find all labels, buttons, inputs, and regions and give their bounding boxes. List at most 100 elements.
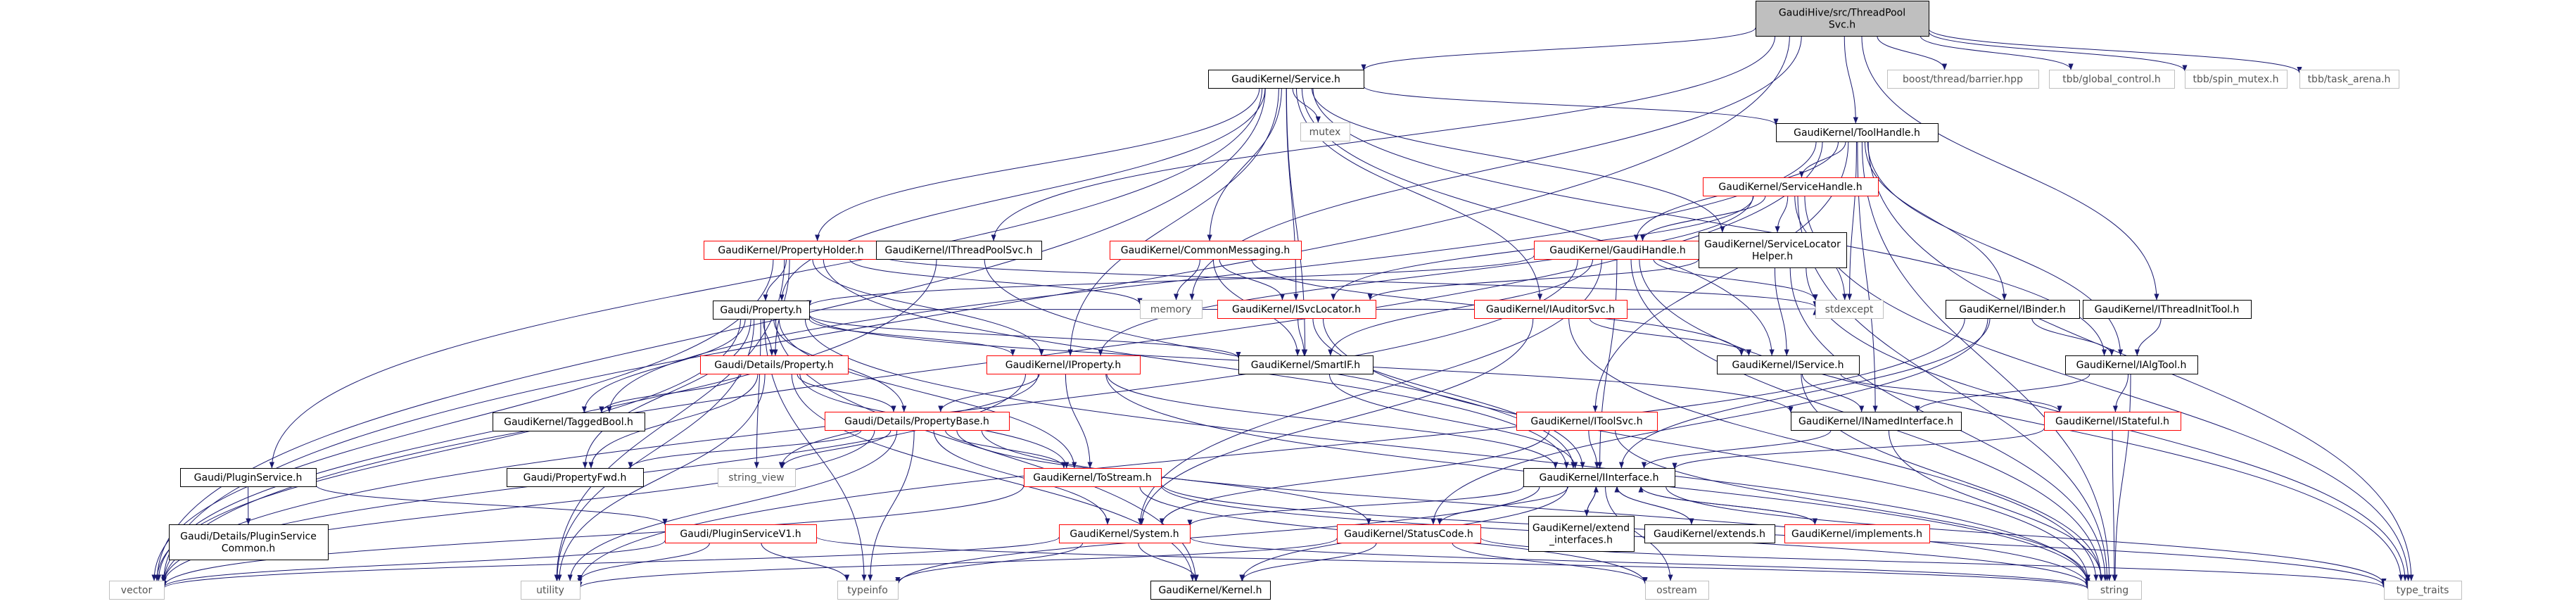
node-iinterface[interactable]: GaudiKernel/IInterface.h: [1523, 468, 1675, 487]
edge-iproperty-to-propertybase: [938, 373, 1040, 412]
node-ialgtool[interactable]: GaudiKernel/IAlgTool.h: [2065, 355, 2198, 374]
edge-isvclocator-to-iinterface: [1312, 317, 1585, 469]
node-statuscode[interactable]: GaudiKernel/StatusCode.h: [1337, 524, 1481, 543]
node-barrier: boost/thread/barrier.hpp: [1887, 70, 2039, 89]
node-iproperty[interactable]: GaudiKernel/IProperty.h: [986, 355, 1141, 374]
node-label-taskarena: tbb/task_arena.h: [2308, 74, 2391, 85]
node-label-gaudihandle: GaudiKernel/GaudiHandle.h: [1549, 245, 1686, 256]
edge-statuscode-to-kernel: [1240, 542, 1377, 581]
node-toolhandle[interactable]: GaudiKernel/ToolHandle.h: [1776, 123, 1939, 142]
edge-gaudiproperty-to-detailsprop: [763, 318, 775, 356]
edge-commonmsg-to-isvclocator: [1219, 258, 1286, 301]
node-box-taggedbool: [493, 412, 645, 431]
node-box-pluginsvccommon: [169, 524, 329, 560]
edge-gaudiproperty-to-string: [804, 318, 2090, 585]
node-isvclocator[interactable]: GaudiKernel/ISvcLocator.h: [1217, 300, 1376, 319]
node-label-statuscode: GaudiKernel/StatusCode.h: [1344, 529, 1473, 540]
node-label-implements: GaudiKernel/implements.h: [1791, 529, 1922, 540]
node-spinmutex: tbb/spin_mutex.h: [2185, 70, 2288, 89]
node-box-ibinder: [1946, 300, 2080, 319]
node-label-propertybase: Gaudi/Details/PropertyBase.h: [844, 416, 989, 427]
node-box-pluginsvcv1: [665, 524, 817, 543]
edge-propholder-to-stdexcept: [877, 254, 1818, 308]
node-box-typeinfo: [837, 581, 899, 600]
edge-statuscode-to-ostream: [1452, 542, 1648, 584]
node-box-iauditorsvc: [1474, 300, 1628, 319]
edge-iauditorsvc-to-string: [1568, 317, 2099, 581]
edge-system-to-kernel: [1138, 542, 1199, 581]
edge-ithreadinittool-to-ialgtool: [2134, 317, 2162, 356]
edge-statuscode-to-utility: [577, 538, 1338, 588]
node-commonmsg[interactable]: GaudiKernel/CommonMessaging.h: [1110, 241, 1302, 260]
node-extends[interactable]: GaudiKernel/extends.h: [1644, 524, 1775, 543]
node-utility: utility: [521, 581, 580, 600]
node-box-iservice: [1717, 355, 1860, 374]
edge-svchandle-to-svclocatorhelper: [1775, 195, 1789, 233]
edge-root-to-toolhandle: [1844, 35, 1858, 124]
edge-propertybase-to-vector: [161, 429, 875, 585]
node-label-isvclocator: GaudiKernel/ISvcLocator.h: [1232, 304, 1361, 315]
node-label-typetraits: type_traits: [2397, 585, 2449, 596]
edge-root-to-taskarena: [1928, 28, 2302, 74]
node-extendinterfaces[interactable]: GaudiKernel/extend_interfaces.h: [1528, 516, 1635, 552]
node-implements[interactable]: GaudiKernel/implements.h: [1784, 524, 1930, 543]
node-istateful[interactable]: GaudiKernel/IStateful.h: [2044, 412, 2181, 431]
edge-extendinterfaces-to-iinterface: [1586, 486, 1599, 517]
node-memory: memory: [1140, 300, 1203, 319]
node-ibinder[interactable]: GaudiKernel/IBinder.h: [1946, 300, 2080, 319]
node-layer: GaudiHive/src/ThreadPoolSvc.hGaudiKernel…: [109, 1, 2462, 600]
edge-toolhandle-to-stdexcept: [1846, 141, 1857, 301]
node-taggedbool[interactable]: GaudiKernel/TaggedBool.h: [493, 412, 645, 431]
node-kernel[interactable]: GaudiKernel/Kernel.h: [1150, 581, 1271, 600]
node-smartif[interactable]: GaudiKernel/SmartIF.h: [1238, 355, 1373, 374]
node-label-extendinterfaces: GaudiKernel/extend: [1533, 523, 1630, 534]
edge-detailsprop-to-utility: [557, 373, 766, 581]
node-iauditorsvc[interactable]: GaudiKernel/IAuditorSvc.h: [1474, 300, 1628, 319]
node-label-commonmsg: GaudiKernel/CommonMessaging.h: [1121, 245, 1290, 256]
edge-svc-to-vector: [154, 87, 1266, 581]
node-iservice[interactable]: GaudiKernel/IService.h: [1717, 355, 1860, 374]
node-gaudiproperty[interactable]: Gaudi/Property.h: [713, 301, 810, 320]
node-pluginsvcv1[interactable]: Gaudi/PluginServiceV1.h: [665, 524, 817, 543]
node-svc[interactable]: GaudiKernel/Service.h: [1208, 70, 1364, 89]
node-itoolsvc[interactable]: GaudiKernel/IToolSvc.h: [1516, 412, 1658, 431]
node-box-root: [1756, 1, 1929, 37]
node-propertyfwd[interactable]: Gaudi/PropertyFwd.h: [507, 468, 644, 487]
edge-root-to-barrier: [1877, 35, 1948, 70]
node-label-pluginservice: Gaudi/PluginService.h: [194, 472, 303, 484]
edge-svchandle-to-string: [1797, 195, 2110, 581]
node-box-kernel: [1150, 581, 1271, 600]
node-label-vector: vector: [121, 585, 153, 596]
node-pluginservice[interactable]: Gaudi/PluginService.h: [180, 468, 317, 487]
edge-ialgtool-to-istateful: [2112, 373, 2129, 412]
node-inamed[interactable]: GaudiKernel/INamedInterface.h: [1791, 412, 1962, 431]
node-box-pluginservice: [180, 468, 317, 487]
node-propholder[interactable]: GaudiKernel/PropertyHolder.h: [704, 241, 879, 260]
node-detailsprop[interactable]: Gaudi/Details/Property.h: [700, 355, 849, 374]
edge-iinterface-to-typeinfo: [895, 486, 1540, 586]
node-tostream[interactable]: GaudiKernel/ToStream.h: [1024, 468, 1162, 487]
edge-system-to-vector: [161, 536, 1060, 589]
edge-inamed-to-iinterface: [1641, 429, 1832, 469]
node-box-stdexcept: [1815, 300, 1884, 319]
node-label-propertyfwd: Gaudi/PropertyFwd.h: [524, 472, 627, 484]
edge-propertybase-to-utility: [567, 429, 898, 581]
edge-iproperty-to-tostream: [1065, 373, 1093, 469]
node-propertybase[interactable]: Gaudi/Details/PropertyBase.h: [825, 412, 1010, 431]
edge-istateful-to-iinterface: [1672, 428, 2045, 469]
node-gaudihandle[interactable]: GaudiKernel/GaudiHandle.h: [1534, 241, 1702, 260]
node-label-iservice: GaudiKernel/IService.h: [1732, 360, 1844, 371]
node-label-iauditorsvc: GaudiKernel/IAuditorSvc.h: [1486, 304, 1615, 315]
node-label-detailsprop: Gaudi/Details/Property.h: [714, 360, 834, 371]
edge-gaudiproperty-to-iproperty: [808, 318, 1015, 356]
node-ithreadpool[interactable]: GaudiKernel/IThreadPoolSvc.h: [876, 241, 1042, 260]
node-svchandle[interactable]: GaudiKernel/ServiceHandle.h: [1703, 177, 1879, 196]
edge-svc-to-toolhandle: [1363, 85, 1779, 125]
node-label-spinmutex: tbb/spin_mutex.h: [2193, 74, 2279, 85]
node-root[interactable]: GaudiHive/src/ThreadPoolSvc.h: [1756, 1, 1929, 37]
node-label-root: Svc.h: [1829, 20, 1855, 31]
node-ithreadinittool[interactable]: GaudiKernel/IThreadInitTool.h: [2083, 300, 2252, 319]
node-system[interactable]: GaudiKernel/System.h: [1059, 524, 1191, 543]
